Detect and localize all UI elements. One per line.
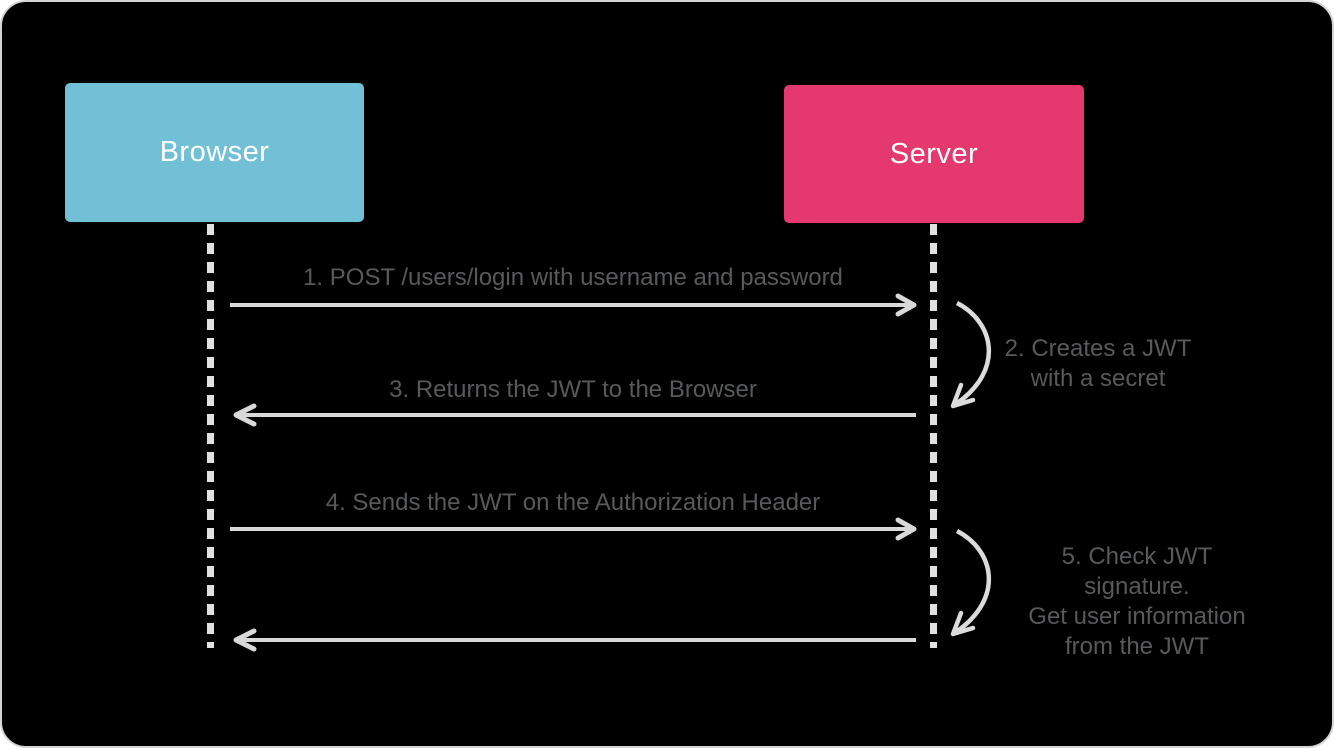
message-label-1: 1. POST /users/login with username and p… xyxy=(303,264,843,291)
message-label-4: 4. Sends the JWT on the Authorization He… xyxy=(325,489,821,516)
lifeline-server xyxy=(930,224,937,648)
message-arrow-1 xyxy=(230,293,917,317)
self-message-label-5-line-3: from the JWT xyxy=(1064,633,1209,660)
actor-box-server: Server xyxy=(784,85,1084,223)
message-arrow-6 xyxy=(233,628,916,652)
message-label-3: 3. Returns the JWT to the Browser xyxy=(389,376,757,403)
message-arrow-3 xyxy=(233,403,916,427)
actor-label-server: Server xyxy=(889,137,979,170)
actor-label-browser: Browser xyxy=(159,136,270,168)
self-arrow-2 xyxy=(950,300,992,409)
self-message-label-2-line-2: with a secret xyxy=(1030,365,1166,392)
actor-box-browser: Browser xyxy=(65,83,364,222)
message-arrow-4 xyxy=(230,517,917,541)
self-message-label-2: 2. Creates a JWT with a secret xyxy=(978,334,1218,394)
self-message-label-2-line-1: 2. Creates a JWT xyxy=(1004,335,1192,362)
self-message-label-5: 5. Check JWT signature. Get user informa… xyxy=(1006,542,1268,662)
self-message-label-5-line-2: Get user information xyxy=(1028,603,1246,630)
self-message-label-5-line-1: 5. Check JWT signature. xyxy=(1061,543,1213,600)
self-arrow-5 xyxy=(950,528,992,637)
lifeline-browser xyxy=(207,224,214,648)
